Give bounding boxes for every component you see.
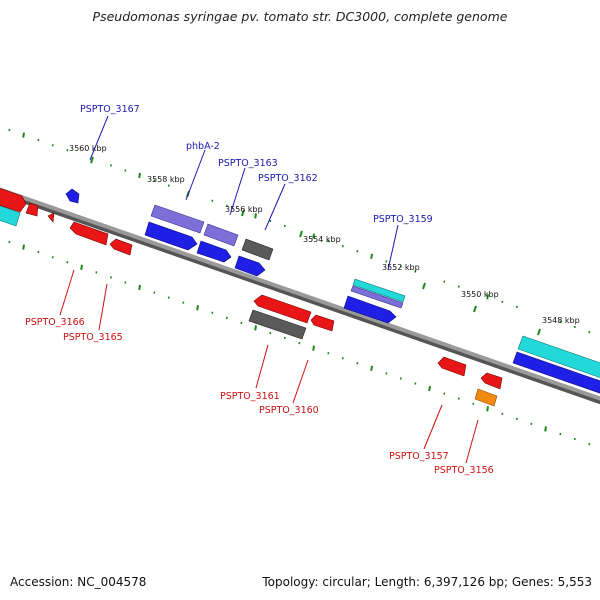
gene-pspto-3157b[interactable]: [480, 372, 503, 390]
leader-line: [255, 344, 269, 389]
track-dot: [22, 132, 25, 138]
track-dot: [254, 213, 257, 219]
gene-pspto-3157[interactable]: [437, 356, 467, 377]
track-dot: [312, 345, 315, 351]
track-dot: [544, 426, 547, 432]
gene-label-phba-2[interactable]: phbA-2: [186, 141, 220, 152]
gene-pspto-3162-lower[interactable]: [234, 255, 266, 277]
leader-line: [229, 167, 246, 216]
gene-pspto-3160[interactable]: [310, 314, 335, 332]
gene-left-red-small[interactable]: [25, 202, 39, 217]
gene-label-pspto-3156[interactable]: PSPTO_3156: [434, 465, 494, 476]
gene-pspto-3156[interactable]: [474, 388, 498, 407]
rna-right[interactable]: [517, 335, 600, 380]
scale-tick-label: 3552 kbp: [382, 263, 420, 272]
track-dot: [312, 233, 315, 239]
track-dot: [486, 294, 489, 300]
scale-tick-label: 3558 kbp: [147, 175, 185, 184]
scale-tick: [537, 328, 541, 336]
track-dot: [138, 284, 141, 291]
genome-backbone: [0, 187, 600, 401]
track-dot: [486, 406, 489, 412]
map-title: Pseudomonas syringae pv. tomato str. DC3…: [92, 9, 508, 24]
minus-strand-genes: [0, 185, 503, 407]
gene-pspto-3161-lower[interactable]: [248, 309, 307, 340]
leader-line: [264, 183, 286, 231]
gene-pspto-3167[interactable]: [65, 188, 80, 204]
scale-tick: [241, 209, 245, 217]
gene-pspto-3162[interactable]: [241, 238, 274, 261]
gene-left-red[interactable]: [0, 185, 27, 213]
gene-pspto-3161[interactable]: [253, 294, 312, 324]
gene-phba-2-lower[interactable]: [144, 221, 198, 251]
scale-ticks: 3560 kbp 3558 kbp 3556 kbp 3554 kbp 3552…: [69, 144, 580, 336]
accession-text: Accession: NC_004578: [10, 575, 147, 589]
gene-label-pspto-3165[interactable]: PSPTO_3165: [63, 332, 123, 343]
gene-left-red-tiny[interactable]: [47, 212, 55, 223]
gene-label-pspto-3162[interactable]: PSPTO_3162: [258, 173, 318, 184]
leader-line: [98, 283, 108, 331]
leader-line: [185, 149, 206, 201]
gene-label-pspto-3157[interactable]: PSPTO_3157: [389, 451, 449, 462]
track-dot: [428, 385, 431, 392]
gene-right-plus[interactable]: [512, 351, 600, 396]
gene-pspto-3166[interactable]: [69, 221, 109, 246]
scale-tick: [299, 230, 303, 238]
gene-labels: PSPTO_3167 phbA-2 PSPTO_3163 PSPTO_3162 …: [25, 104, 494, 476]
track-dot: [370, 365, 373, 371]
gene-left-cyan[interactable]: [0, 202, 21, 227]
gene-pspto-3163[interactable]: [203, 223, 239, 247]
track-dot: [138, 172, 141, 179]
leader-line: [465, 419, 479, 464]
gene-pspto-3165[interactable]: [109, 238, 133, 256]
gene-label-pspto-3161[interactable]: PSPTO_3161: [220, 391, 280, 402]
track-dot: [254, 325, 257, 331]
track-dot: [22, 244, 25, 250]
gene-label-pspto-3166[interactable]: PSPTO_3166: [25, 317, 85, 328]
scale-tick: [473, 305, 477, 313]
leader-line: [387, 224, 399, 271]
gene-label-pspto-3167[interactable]: PSPTO_3167: [80, 104, 140, 115]
leader-line: [423, 404, 443, 450]
gene-label-pspto-3160[interactable]: PSPTO_3160: [259, 405, 319, 416]
gene-pspto-3163-lower[interactable]: [196, 240, 232, 263]
scale-tick: [422, 282, 426, 290]
scale-tick-label: 3556 kbp: [225, 205, 263, 214]
gene-phba-2[interactable]: [150, 204, 205, 234]
leader-line: [89, 115, 109, 161]
track-dot: [196, 305, 199, 311]
scale-tick-label: 3548 kbp: [542, 316, 580, 325]
track-dot: [370, 253, 373, 259]
leader-line: [59, 269, 75, 316]
rna-pspto-3159[interactable]: [352, 278, 406, 303]
scale-tick: [90, 156, 94, 164]
gene-pspto-3159-lower[interactable]: [343, 295, 397, 324]
gene-pspto-3159[interactable]: [350, 285, 404, 309]
genome-summary-text: Topology: circular; Length: 6,397,126 bp…: [262, 575, 592, 589]
scale-tick-label: 3550 kbp: [461, 290, 499, 299]
gene-label-pspto-3163[interactable]: PSPTO_3163: [218, 158, 278, 169]
leader-lines: [59, 115, 479, 464]
tick-tracks: [8, 128, 591, 446]
track-dot: [80, 264, 83, 270]
scale-tick-label: 3560 kbp: [69, 144, 107, 153]
gene-label-pspto-3159[interactable]: PSPTO_3159: [373, 214, 433, 225]
leader-line: [292, 359, 309, 404]
scale-tick-label: 3554 kbp: [303, 235, 341, 244]
plus-strand-genes: [0, 188, 600, 396]
